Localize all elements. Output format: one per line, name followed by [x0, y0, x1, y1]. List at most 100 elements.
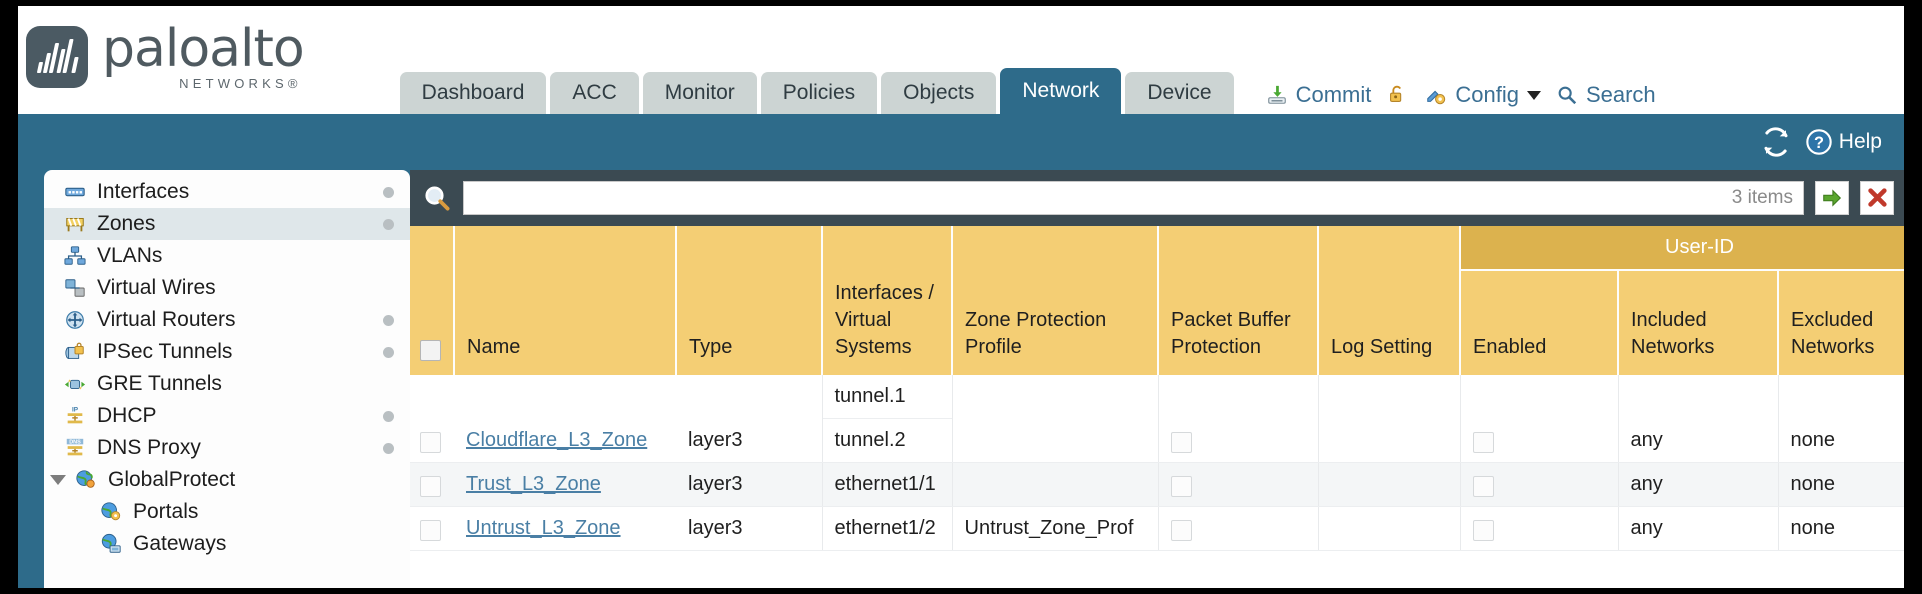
select-all-header [410, 270, 455, 375]
expander-triangle-icon[interactable] [50, 475, 66, 485]
group-spacer [454, 226, 677, 270]
sidebar-item-vlans[interactable]: VLANs [44, 240, 410, 272]
interface-entry: ethernet1/1 [834, 473, 936, 495]
dhcp-icon: IP [67, 406, 83, 424]
sidebar-item-ipsec-tunnels[interactable]: IPSec Tunnels [44, 336, 410, 368]
zone-name-link[interactable]: Untrust_L3_Zone [466, 517, 621, 539]
table-row[interactable]: Cloudflare_L3_Zone layer3 tunnel.1 tunne… [410, 375, 1904, 463]
cell-excluded-networks: none [1777, 506, 1904, 551]
column-header-zone-protection-profile[interactable]: Zone Protection Profile [952, 270, 1159, 375]
row-select-cell [410, 462, 454, 507]
packet-buffer-protection-checkbox[interactable] [1170, 520, 1192, 541]
search-button[interactable]: Search [1554, 82, 1656, 108]
userid-enabled-checkbox[interactable] [1472, 432, 1494, 453]
column-header-name[interactable]: Name [454, 270, 677, 375]
clear-filter-button[interactable] [1860, 181, 1894, 215]
cell-name: Cloudflare_L3_Zone [454, 375, 676, 463]
sidebar-item-dhcp[interactable]: IP DHCP [44, 400, 410, 432]
sidebar-nav: Interfaces Zones [44, 170, 410, 588]
search-input[interactable]: 3 items [463, 181, 1804, 215]
tab-device[interactable]: Device [1125, 72, 1234, 114]
tab-policies[interactable]: Policies [760, 72, 878, 114]
column-header-log-setting[interactable]: Log Setting [1318, 270, 1461, 375]
tab-objects[interactable]: Objects [881, 72, 997, 114]
row-checkbox[interactable] [420, 476, 441, 497]
row-select-cell [410, 375, 454, 463]
cell-log-setting [1317, 506, 1460, 551]
select-all-checkbox[interactable] [420, 340, 441, 361]
cell-type: layer3 [676, 506, 822, 551]
cell-interfaces: ethernet1/2 [821, 506, 952, 551]
table-body: Cloudflare_L3_Zone layer3 tunnel.1 tunne… [410, 375, 1904, 575]
table-filler-row [410, 550, 1904, 575]
refresh-icon[interactable] [1761, 127, 1791, 157]
cell-excluded-networks: none [1777, 462, 1904, 507]
zone-name-link[interactable]: Cloudflare_L3_Zone [466, 429, 648, 451]
group-spacer [410, 226, 455, 270]
sidebar-item-gateways[interactable]: Gateways [44, 528, 410, 560]
cell-type: layer3 [676, 462, 822, 507]
row-checkbox[interactable] [420, 520, 441, 541]
body-area: Interfaces Zones [18, 170, 1904, 588]
tab-monitor[interactable]: Monitor [642, 72, 757, 114]
interface-entry: ethernet1/2 [834, 517, 936, 539]
group-spacer [1318, 226, 1461, 270]
table-row[interactable]: Trust_L3_Zone layer3 ethernet1/1 [410, 462, 1904, 507]
column-header-interfaces[interactable]: Interfaces / Virtual Systems [822, 270, 953, 375]
group-spacer [952, 226, 1159, 270]
sidebar-item-label: VLANs [97, 244, 163, 267]
brand-logo: paloalto NETWORKS® [26, 19, 305, 90]
vlans-icon [64, 246, 86, 265]
column-header-type[interactable]: Type [676, 270, 823, 375]
column-header-enabled[interactable]: Enabled [1460, 270, 1619, 375]
virtual-routers-icon [66, 311, 84, 329]
dns-proxy-icon: DNS [66, 438, 84, 456]
sidebar-item-zones[interactable]: Zones [44, 208, 410, 240]
userid-enabled-checkbox[interactable] [1472, 476, 1494, 497]
sidebar-item-portals[interactable]: Portals [44, 496, 410, 528]
table-row[interactable]: Untrust_L3_Zone layer3 ethernet1/2 Untru… [410, 506, 1904, 551]
cell-userid-enabled [1459, 462, 1618, 507]
sidebar-item-virtual-wires[interactable]: Virtual Wires [44, 272, 410, 304]
tab-network[interactable]: Network [1000, 68, 1122, 114]
config-label: Config [1455, 82, 1519, 107]
sidebar-item-dns-proxy[interactable]: DNS DNS Proxy [44, 432, 410, 464]
brand-name: paloalto [102, 19, 305, 79]
column-header-packet-buffer-protection[interactable]: Packet Buffer Protection [1158, 270, 1319, 375]
magnifier-icon [1558, 86, 1577, 105]
tab-acc[interactable]: ACC [550, 72, 639, 114]
config-menu-button[interactable]: Config [1423, 82, 1541, 108]
zones-table: User-ID Name Type Interfaces / Virtual S… [410, 226, 1904, 575]
commit-button[interactable]: Commit [1264, 82, 1372, 108]
virtual-wires-icon [65, 279, 85, 297]
zones-table-container[interactable]: User-ID Name Type Interfaces / Virtual S… [410, 226, 1904, 588]
items-count: 3 items [1731, 187, 1793, 208]
sidebar-item-interfaces[interactable]: Interfaces [44, 176, 410, 208]
packet-buffer-protection-checkbox[interactable] [1170, 476, 1192, 497]
sidebar-item-label: Virtual Wires [97, 276, 216, 299]
sidebar-item-label: DHCP [97, 404, 157, 427]
magnifier-icon [425, 186, 450, 211]
group-spacer [676, 226, 823, 270]
row-checkbox[interactable] [420, 432, 441, 453]
config-wrench-gear-icon [1427, 90, 1446, 105]
apply-filter-button[interactable] [1815, 181, 1849, 215]
help-button[interactable]: ? Help [1805, 128, 1882, 156]
cell-userid-enabled [1459, 375, 1618, 463]
userid-enabled-checkbox[interactable] [1472, 520, 1494, 541]
tab-dashboard[interactable]: Dashboard [399, 72, 547, 114]
commit-label: Commit [1295, 82, 1372, 107]
sidebar-item-label: Portals [133, 500, 199, 523]
zone-name-link[interactable]: Trust_L3_Zone [466, 473, 601, 495]
padlock-unlocked-icon[interactable] [1384, 84, 1410, 106]
sidebar-item-globalprotect[interactable]: GlobalProtect [44, 464, 410, 496]
packet-buffer-protection-checkbox[interactable] [1170, 432, 1192, 453]
sidebar-item-label: Virtual Routers [97, 308, 236, 331]
column-header-included-networks[interactable]: Included Networks [1618, 270, 1779, 375]
sidebar-item-virtual-routers[interactable]: Virtual Routers [44, 304, 410, 336]
sidebar-item-gre-tunnels[interactable]: GRE Tunnels [44, 368, 410, 400]
column-header-excluded-networks[interactable]: Excluded Networks [1778, 270, 1904, 375]
sidebar-item-label: Gateways [133, 532, 227, 555]
interface-entry: tunnel.1 [822, 375, 952, 419]
